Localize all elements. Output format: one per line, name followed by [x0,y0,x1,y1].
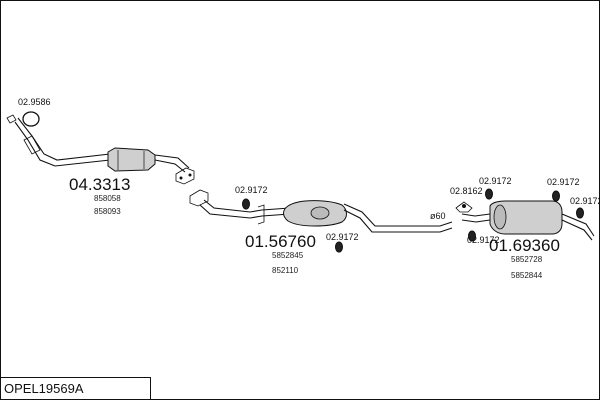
rear-silencer [489,200,563,235]
oem-ref: 858058 [94,194,121,203]
rubber-mount-icon [576,207,584,219]
accessory-a2: 02.9172 [235,185,268,210]
accessory-code: 02.9172 [235,185,268,195]
accessory-code: 02.9172 [326,232,359,242]
accessory-code: 02.9172 [479,176,512,186]
rubber-mount-icon [335,241,343,253]
oem-ref: 852110 [272,266,299,275]
accessory-code: 02.9172 [467,235,500,245]
accessory-a5: 02.9172 [479,176,512,200]
accessory-a7: 02.9172 [570,196,600,219]
group-rear: 01.69360 5852728 5852844 [489,236,560,280]
rubber-mount-icon [242,198,250,210]
accessory-code: 02.9172 [547,177,580,187]
oem-ref: 858093 [94,207,121,216]
accessory-a1: 02.9586 [18,97,51,107]
middle-outlet-pipe-b [343,203,453,227]
accessory-a8: 02.9172 [467,230,500,245]
cat-outlet-pipe-b [154,154,190,169]
group-number: 04.3313 [69,175,130,194]
oem-ref: 5852845 [272,251,304,260]
oem-ref: 5852728 [511,255,543,264]
accessory-a6: 02.9172 [547,177,580,202]
rubber-mount-icon [468,230,476,242]
group-middle: 01.56760 5852845 852110 [245,232,316,275]
accessory-code: 02.9172 [570,196,600,206]
cat-outlet-flange [175,167,195,185]
front-flange [6,114,17,124]
middle-inlet-flange [189,189,209,207]
footer-label: OPEL19569A [4,381,84,396]
clamp-icon [455,201,473,213]
tail-pipe-a [561,213,595,237]
cat-outlet-pipe-a [154,159,186,173]
front-gasket [22,111,40,127]
accessory-code: 02.9586 [18,97,51,107]
group-number: 01.56760 [245,232,316,251]
accessory-a3: 02.9172 [326,232,359,253]
accessory-a4: 02.8162 [450,186,483,213]
catalytic-converter [107,147,156,172]
rear-inlet-pipe-a [461,213,491,217]
diameter-label: ø60 [430,211,446,221]
front-downpipe-lower [17,117,111,161]
middle-outlet-pipe-a [343,209,453,233]
rear-pipe-assembly [461,200,595,241]
rubber-mount-icon [485,188,493,200]
group-front: 04.3313 858058 858093 [69,175,130,216]
flex-joint [23,135,41,155]
front-pipe-assembly [6,111,195,185]
rear-inlet-pipe-b [461,219,491,223]
middle-inlet-pipe-b [203,199,291,213]
oem-ref: 5852844 [511,271,543,280]
accessory-code: 02.8162 [450,186,483,196]
middle-bracket [257,204,265,225]
tail-pipe-b [561,219,593,241]
front-downpipe-upper [14,121,111,167]
middle-pipe-assembly [189,189,453,233]
middle-inlet-pipe-a [199,204,291,219]
group-number: 01.69360 [489,236,560,255]
rubber-mount-icon [552,190,560,202]
